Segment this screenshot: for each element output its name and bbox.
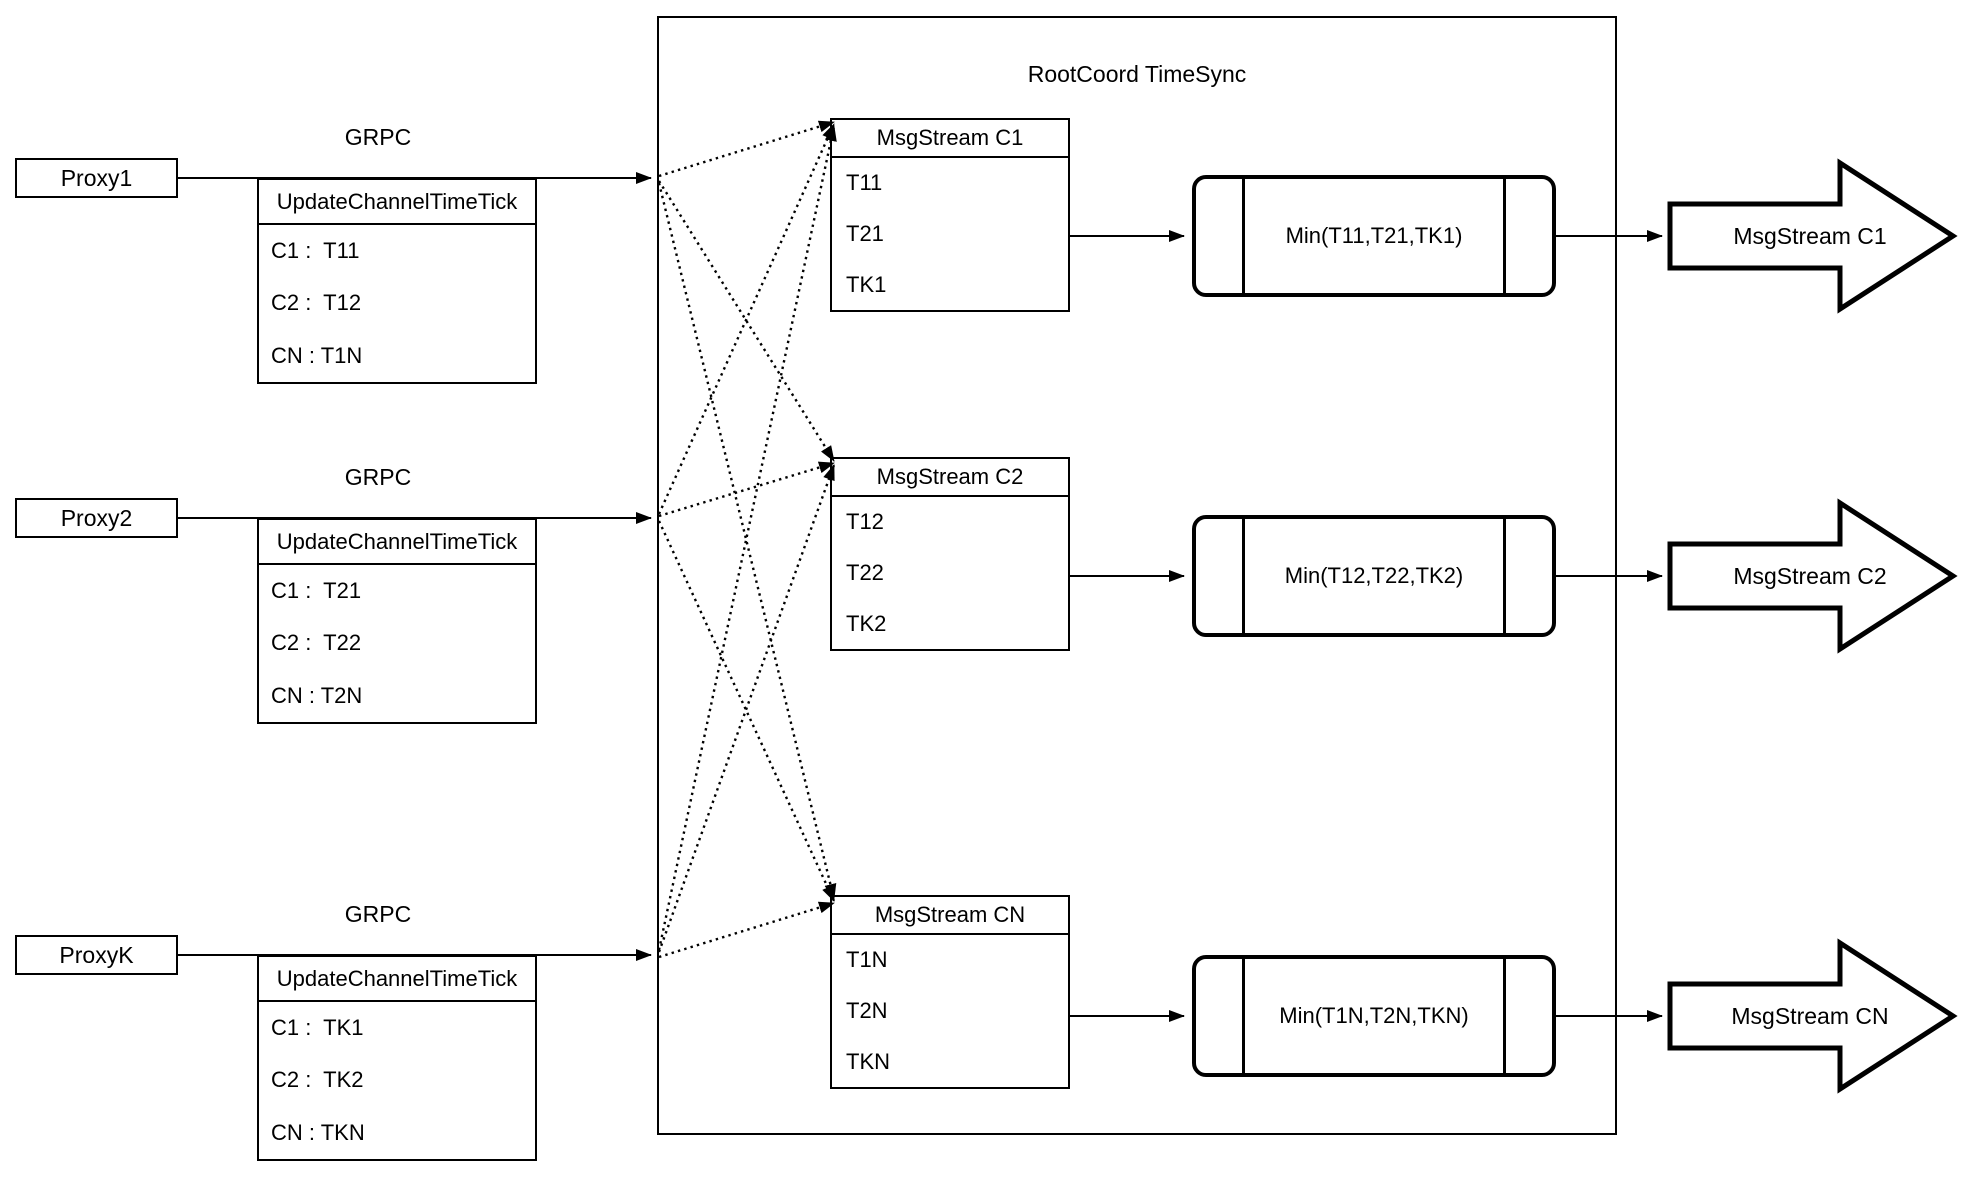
table-row: T11: [846, 170, 883, 196]
buffer-divider: [1503, 179, 1506, 293]
table-row: C2 : T12: [271, 290, 362, 316]
min-buffer-c2: Min(T12,T22,TK2): [1192, 515, 1556, 637]
table-row: CN : T2N: [271, 682, 363, 708]
table-header: UpdateChannelTimeTick: [259, 957, 535, 1002]
table-row: TKN: [846, 1048, 890, 1074]
table-header: UpdateChannelTimeTick: [259, 180, 535, 225]
table-header: MsgStream CN: [832, 897, 1068, 935]
table-row: T2N: [846, 998, 888, 1023]
proxy2-label: Proxy2: [60, 504, 133, 531]
min-label: Min(T1N,T2N,TKN): [1279, 1003, 1469, 1028]
output-arrow-label-c1: MsgStream C1: [1733, 222, 1887, 249]
table-header: MsgStream C1: [832, 120, 1068, 158]
table-row: C2 : T22: [271, 630, 362, 656]
output-arrow-label-cn: MsgStream CN: [1731, 1002, 1889, 1029]
grpc-label-1: GRPC: [344, 124, 412, 150]
proxyk-label: ProxyK: [59, 941, 134, 968]
buffer-divider: [1503, 519, 1506, 633]
table-row: C1 : TK1: [271, 1015, 364, 1041]
table-row: T21: [846, 221, 884, 246]
table-row: T1N: [846, 947, 888, 973]
output-arrow-shapes: [1667, 158, 1958, 1094]
msgstream-table-cn: MsgStream CN T1N T2N TKN: [830, 895, 1070, 1089]
grpc-label-2: GRPC: [344, 464, 412, 490]
output-arrow-label-c2: MsgStream C2: [1733, 562, 1887, 589]
table-row: C1 : T11: [271, 238, 360, 264]
min-label: Min(T11,T21,TK1): [1285, 223, 1463, 248]
update-channel-timetick-table-2: UpdateChannelTimeTick C1 : T21 C2 : T22 …: [257, 518, 537, 724]
proxy1-label: Proxy1: [60, 164, 133, 191]
msgstream-table-c2: MsgStream C2 T12 T22 TK2: [830, 457, 1070, 651]
table-row: C1 : T21: [271, 578, 362, 604]
table-row: CN : TKN: [271, 1119, 365, 1145]
rootcoord-title: RootCoord TimeSync: [1027, 61, 1247, 87]
buffer-divider: [1242, 519, 1245, 633]
table-row: T22: [846, 560, 884, 585]
msgstream-table-c1: MsgStream C1 T11 T21 TK1: [830, 118, 1070, 312]
proxy1-box: Proxy1: [15, 158, 178, 198]
table-row: C2 : TK2: [271, 1067, 364, 1093]
table-row: TK2: [846, 610, 887, 636]
update-channel-timetick-table-3: UpdateChannelTimeTick C1 : TK1 C2 : TK2 …: [257, 955, 537, 1161]
buffer-divider: [1242, 959, 1245, 1073]
table-row: T12: [846, 509, 884, 535]
min-buffer-cn: Min(T1N,T2N,TKN): [1192, 955, 1556, 1077]
buffer-divider: [1503, 959, 1506, 1073]
table-row: TK1: [846, 271, 887, 297]
table-header: MsgStream C2: [832, 459, 1068, 497]
grpc-label-3: GRPC: [344, 901, 412, 927]
proxyk-box: ProxyK: [15, 935, 178, 975]
update-channel-timetick-table-1: UpdateChannelTimeTick C1 : T11 C2 : T12 …: [257, 178, 537, 384]
min-buffer-c1: Min(T11,T21,TK1): [1192, 175, 1556, 297]
proxy2-box: Proxy2: [15, 498, 178, 538]
buffer-divider: [1242, 179, 1245, 293]
min-label: Min(T12,T22,TK2): [1284, 563, 1464, 588]
table-header: UpdateChannelTimeTick: [259, 520, 535, 565]
table-row: CN : T1N: [271, 342, 363, 368]
